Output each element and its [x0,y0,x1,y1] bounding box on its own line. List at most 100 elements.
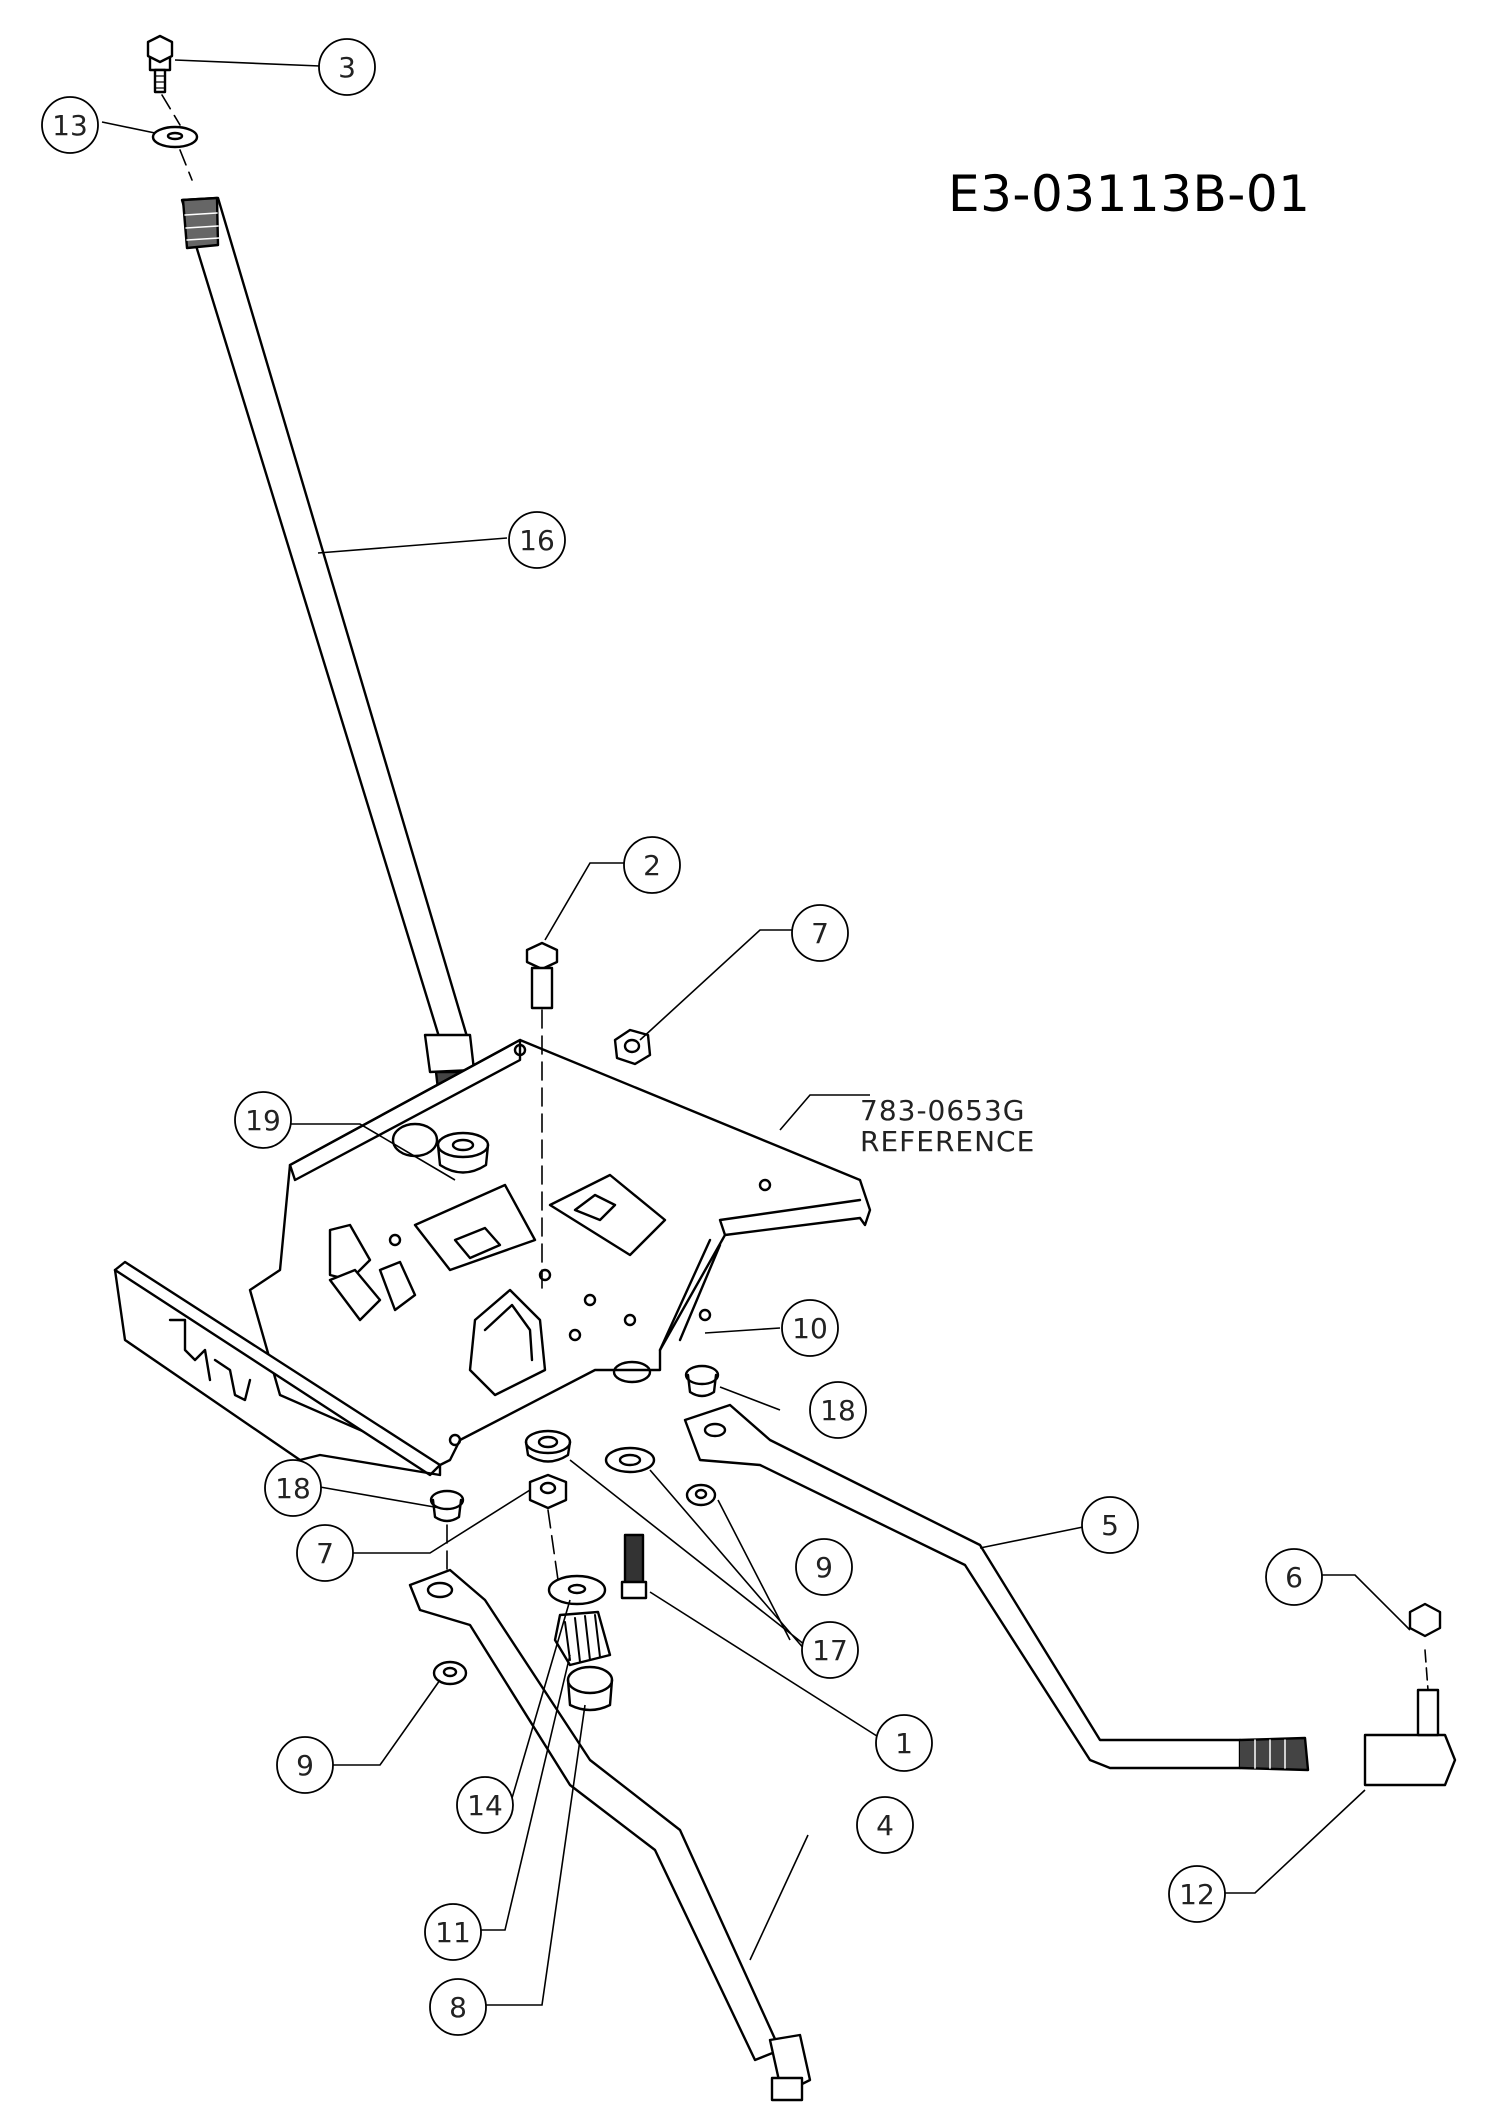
callout-6: 6 [1265,1548,1323,1606]
callout-19: 19 [234,1091,292,1149]
callout-label: 3 [338,51,356,84]
callout-circle [623,836,681,894]
reference-part-number: 783-0653G [860,1094,1026,1127]
callout-10: 10 [781,1299,839,1357]
callout-circle [318,38,376,96]
part-19-bushing [436,1131,490,1174]
part-4-drag-link [408,1568,812,2102]
callout-label: 18 [275,1472,311,1505]
leader-6 [1320,1574,1411,1631]
callout-label: 14 [467,1789,503,1822]
callout-label: 10 [792,1312,828,1345]
callout-label: 19 [245,1104,281,1137]
callout-circle [41,96,99,154]
leader-1 [649,1591,881,1739]
leader-18-right [719,1386,781,1411]
callout-16: 16 [508,511,566,569]
part-6-nut [1408,1602,1442,1638]
callout-label: 9 [815,1551,833,1584]
callout-9: 9 [795,1538,853,1596]
leader-reference [779,1094,870,1131]
part-17-spacers [524,1429,656,1474]
callout-circle [1265,1548,1323,1606]
callout-17: 17 [801,1621,859,1679]
callout-label: 6 [1285,1561,1303,1594]
callout-13: 13 [41,96,99,154]
callout-circle [456,1776,514,1834]
leader-19 [290,1123,456,1181]
leader-13 [101,121,156,134]
callout-circle [234,1091,292,1149]
callout-5: 5 [1081,1496,1139,1554]
callout-7: 7 [791,904,849,962]
part-18-bushing-left [429,1489,465,1611]
callout-label: 18 [820,1394,856,1427]
part-9-nut-right [685,1483,717,1507]
callout-circle [264,1459,322,1517]
callout-circle [791,904,849,962]
callout-label: 7 [316,1537,334,1570]
leader-12 [1218,1789,1366,1894]
callout-label: 5 [1101,1509,1119,1542]
part-16-steering-shaft [180,196,476,1126]
callout-11: 11 [424,1903,482,1961]
leader-8 [480,1704,586,2006]
callout-4: 4 [856,1796,914,1854]
callout-label: 2 [643,849,661,882]
callout-circle [801,1621,859,1679]
callout-circle [508,511,566,569]
drawing-number: E3-03113B-01 [948,165,1311,223]
callout-circle [856,1796,914,1854]
part-9-nut-left [432,1660,468,1686]
callout-circle [1168,1865,1226,1923]
callout-1: 1 [875,1714,933,1772]
part-11-pinion-gear [553,1610,612,1667]
callout-8: 8 [429,1978,487,2036]
callout-3: 3 [318,38,376,96]
part-2-bolt [525,941,559,1291]
part-8-nut [566,1665,614,1712]
callout-label: 7 [811,917,829,950]
callout-label: 12 [1179,1878,1215,1911]
callout-circle [795,1538,853,1596]
callout-9: 9 [276,1736,334,1794]
callout-18: 18 [264,1459,322,1517]
callout-circle [429,1978,487,2036]
mesh-bracket [413,1173,667,1272]
callout-circle [424,1903,482,1961]
callout-label: 17 [812,1634,848,1667]
leader-17 [569,1459,806,1651]
leader-18-left [319,1486,441,1509]
callout-label: 4 [876,1809,894,1842]
callout-label: 8 [449,1991,467,2024]
part-1-bolt [620,1533,648,1600]
callout-circle [276,1736,334,1794]
callout-circle [809,1381,867,1439]
frame-plate [113,1038,872,1477]
leader-16 [317,537,508,554]
leader-5 [979,1526,1084,1549]
part-3-bolt [146,34,174,94]
leader-7-lower [352,1489,531,1554]
callout-label: 9 [296,1749,314,1782]
leader-9-left [333,1679,441,1766]
leader-7-upper [639,929,793,1041]
centerline-3 [161,94,193,181]
callout-14: 14 [456,1776,514,1834]
callout-2: 2 [623,836,681,894]
leader-9-right [717,1499,791,1641]
reference-note: 783-0653G REFERENCE [860,1095,1035,1157]
part-14-washer [547,1574,607,1606]
part-5-drag-link [683,1403,1310,1772]
part-7-nut-lower [528,1473,568,1581]
leader-4 [749,1834,809,1961]
leader-10 [704,1327,781,1334]
callout-label: 13 [52,109,88,142]
callout-label: 1 [895,1727,913,1760]
leader-2 [544,862,630,941]
callout-circle [875,1714,933,1772]
part-12-ball-joint [1363,1649,1457,1787]
part-18-bushing-right [684,1364,720,1398]
reference-label: REFERENCE [860,1125,1036,1158]
